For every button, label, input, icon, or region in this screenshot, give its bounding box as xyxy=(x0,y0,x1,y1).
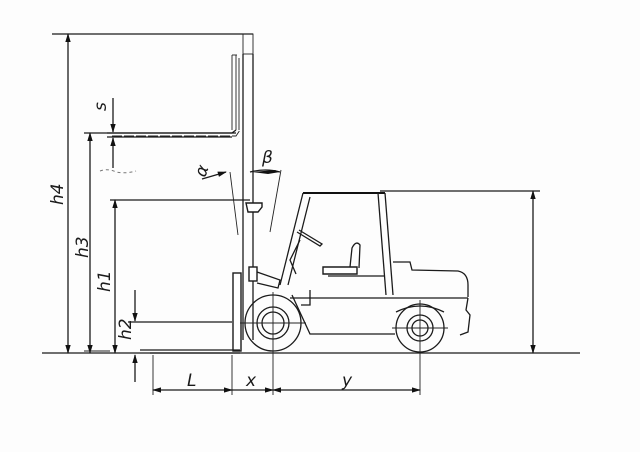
label-s: s xyxy=(91,102,111,111)
label-beta: β xyxy=(261,148,273,168)
dimension-overhead-guard xyxy=(380,190,540,354)
label-h1: h1 xyxy=(95,270,115,292)
label-x: x xyxy=(245,371,257,391)
mast xyxy=(107,33,263,340)
dimension-h1: h1 xyxy=(95,199,250,354)
label-alpha: α xyxy=(191,162,214,179)
label-h2: h2 xyxy=(116,318,136,340)
forklift-truck xyxy=(140,192,471,395)
label-y: y xyxy=(341,371,353,391)
dimension-y: y xyxy=(272,371,421,393)
dimension-h4: h4 xyxy=(48,33,71,354)
dimension-h2: h2 xyxy=(116,290,232,382)
label-h4: h4 xyxy=(48,183,68,205)
label-L: L xyxy=(187,371,196,391)
dimension-h3: h3 xyxy=(73,132,236,354)
dimension-s: s xyxy=(91,98,232,168)
angle-beta: β xyxy=(249,148,282,233)
dimension-x: x xyxy=(232,371,274,393)
label-h3: h3 xyxy=(73,236,93,258)
angle-alpha: α xyxy=(191,162,239,236)
dimension-L: L xyxy=(152,355,233,395)
